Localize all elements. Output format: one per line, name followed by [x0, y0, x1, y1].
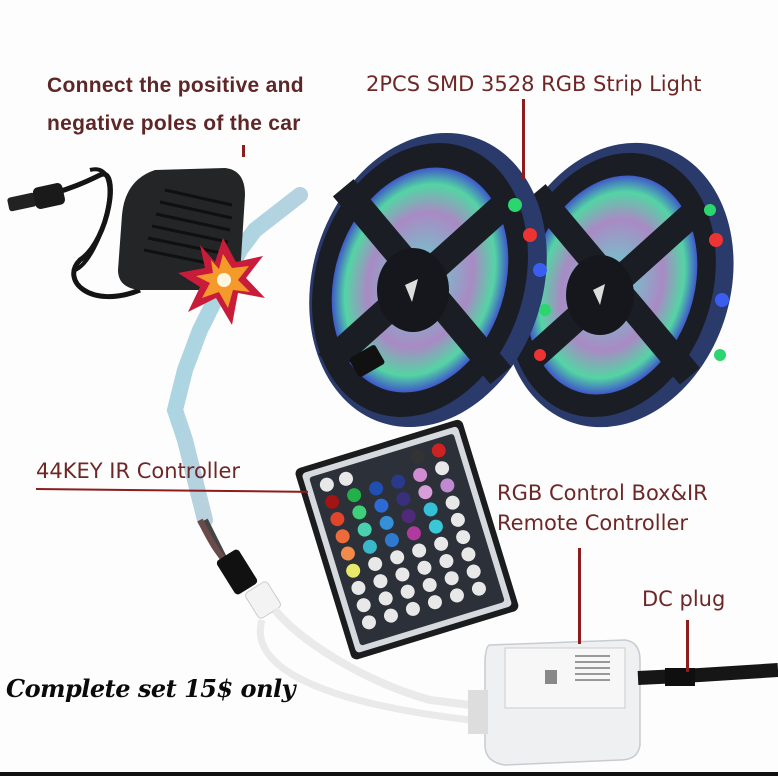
dc-plug-leader-line — [686, 620, 689, 672]
strip-reel-1 — [309, 132, 551, 428]
power-adapter — [7, 167, 245, 300]
dc-plug-cable — [637, 663, 778, 686]
bottom-border — [0, 772, 778, 776]
control-box-leader-line — [578, 548, 581, 644]
strip-light-label: 2PCS SMD 3528 RGB Strip Light — [366, 72, 702, 96]
connector-cables — [216, 549, 471, 724]
power-adapter-label-line2: negative poles of the car — [47, 112, 301, 135]
spark-explosion-icon — [178, 238, 265, 325]
strip-reel-2 — [502, 142, 734, 428]
dc-plug-label: DC plug — [642, 587, 726, 611]
control-box-label-line2: Remote Controller — [497, 511, 688, 535]
ir-remote — [295, 419, 519, 660]
power-adapter-label-line1: Connect the positive and — [47, 74, 304, 97]
control-box-label-line1: RGB Control Box&IR — [497, 481, 708, 505]
strip-light-leader-line — [522, 99, 525, 179]
promo-price-text: Complete set 15$ only — [6, 674, 296, 703]
power-adapter-leader-line — [242, 145, 245, 157]
control-box — [468, 639, 641, 766]
ir-controller-label: 44KEY IR Controller — [36, 459, 241, 483]
